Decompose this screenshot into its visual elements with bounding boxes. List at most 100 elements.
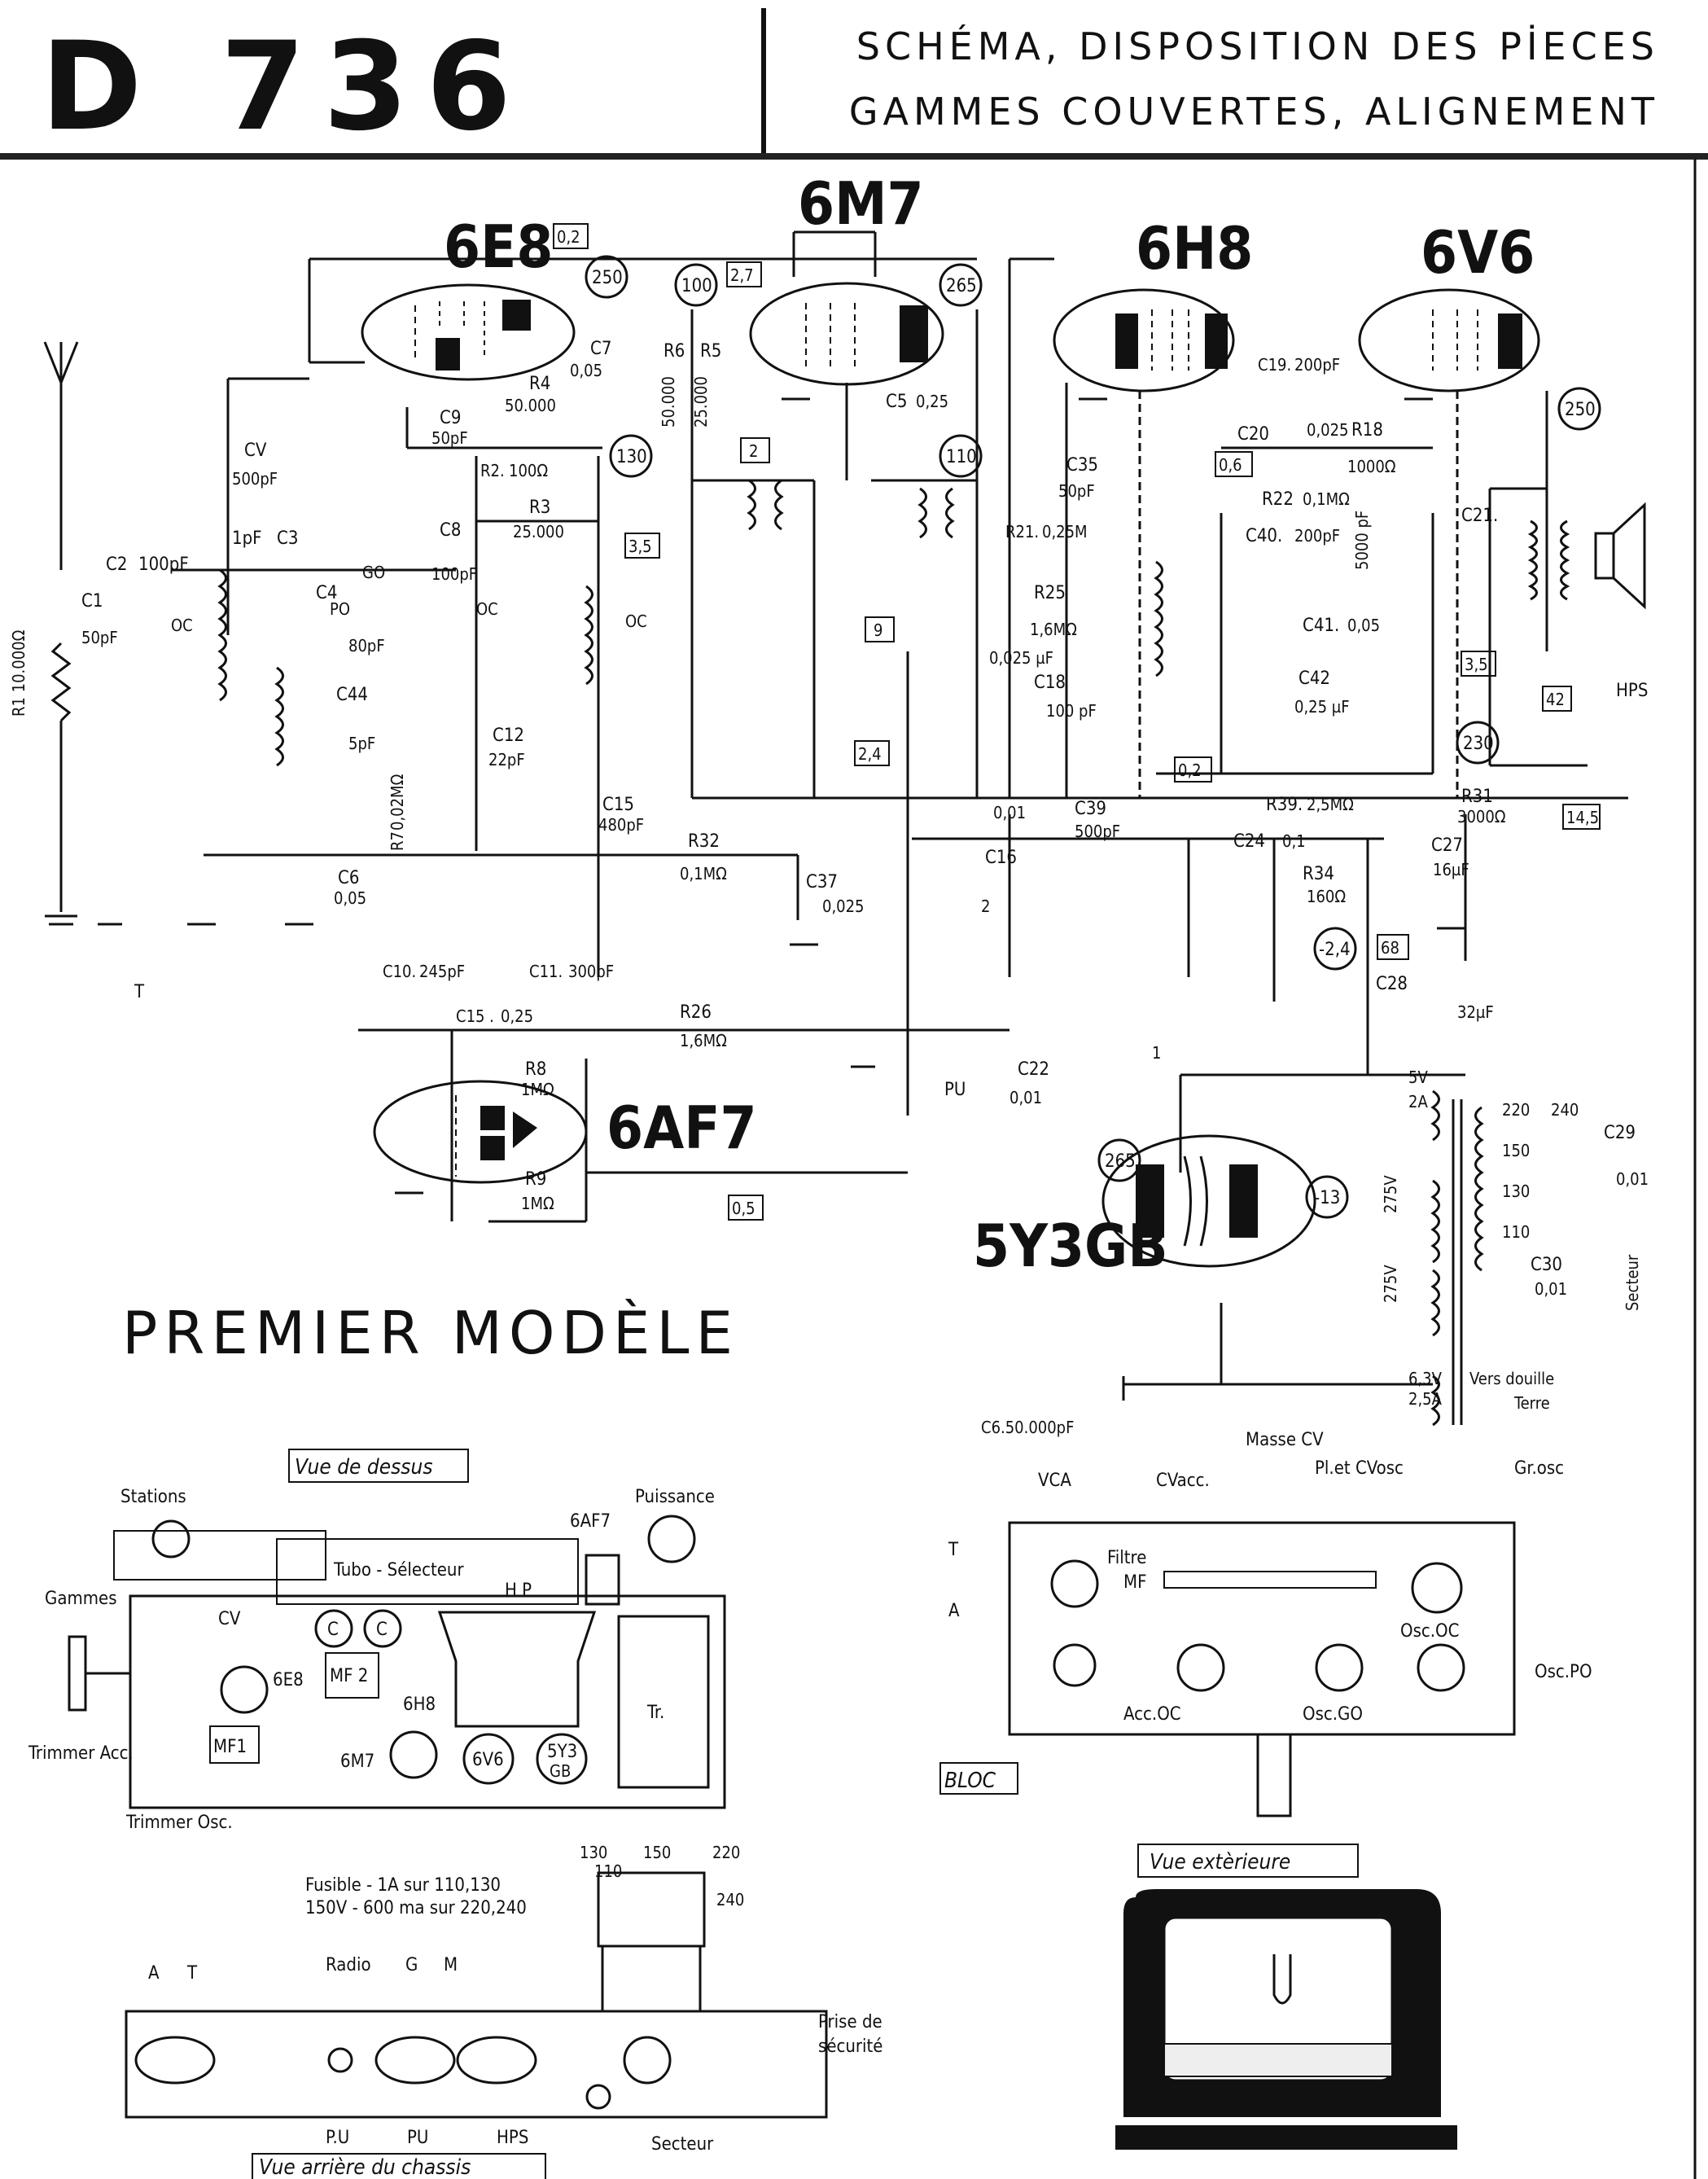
svg-text:6AF7: 6AF7 <box>570 1511 611 1532</box>
tube-6m7-label: 6M7 <box>798 169 924 238</box>
svg-text:3,5: 3,5 <box>628 537 652 556</box>
svg-text:480pF: 480pF <box>598 815 644 835</box>
ground-symbols <box>49 397 1465 1401</box>
svg-text:A: A <box>148 1963 160 1984</box>
svg-text:C35: C35 <box>1066 455 1098 476</box>
svg-text:275V: 275V <box>1381 1265 1400 1303</box>
svg-text:240: 240 <box>1551 1100 1579 1120</box>
svg-text:22pF: 22pF <box>488 750 525 769</box>
model-number: D 736 <box>41 16 529 158</box>
svg-text:Acc.OC: Acc.OC <box>1123 1704 1181 1725</box>
svg-text:M: M <box>444 1955 458 1975</box>
svg-text:Tr.: Tr. <box>646 1703 664 1723</box>
svg-text:32µF: 32µF <box>1457 1002 1494 1022</box>
svg-text:R32: R32 <box>688 831 720 852</box>
svg-text:R3: R3 <box>529 498 550 518</box>
svg-text:150: 150 <box>1502 1141 1530 1160</box>
svg-text:T: T <box>186 1963 198 1984</box>
svg-text:0,025: 0,025 <box>822 897 865 916</box>
svg-text:130: 130 <box>616 447 647 467</box>
svg-text:150: 150 <box>643 1843 671 1862</box>
svg-text:0,6: 0,6 <box>1219 455 1242 475</box>
svg-text:16µF: 16µF <box>1433 860 1469 879</box>
svg-text:5pF: 5pF <box>348 734 375 753</box>
svg-text:CV: CV <box>218 1609 241 1629</box>
svg-text:Secteur: Secteur <box>651 2134 714 2155</box>
svg-text:1MΩ: 1MΩ <box>521 1080 554 1099</box>
bloc-view: C6.50.000pF VCA CVacc. Masse CV Pl.et CV… <box>939 1418 1592 1817</box>
svg-text:250: 250 <box>592 268 623 288</box>
exterior-caption: Vue extèrieure <box>1150 1850 1290 1874</box>
tube-6e8-label: 6E8 <box>444 213 553 281</box>
svg-text:GO: GO <box>362 563 385 582</box>
svg-text:C7: C7 <box>590 339 611 359</box>
svg-text:265: 265 <box>1105 1151 1136 1172</box>
svg-text:50pF: 50pF <box>1058 481 1095 501</box>
svg-text:220: 220 <box>1502 1100 1530 1120</box>
svg-text:-2,4: -2,4 <box>1319 940 1351 960</box>
svg-text:0,01: 0,01 <box>993 803 1026 822</box>
svg-text:Osc.OC: Osc.OC <box>1400 1621 1459 1642</box>
svg-text:C10.: C10. <box>383 962 416 981</box>
svg-text:MF: MF <box>1123 1572 1146 1593</box>
svg-text:Radio: Radio <box>326 1955 371 1975</box>
svg-text:R26: R26 <box>680 1002 712 1023</box>
tube-6h8-label: 6H8 <box>1136 214 1253 283</box>
svg-text:150V - 600 ma sur 220,240: 150V - 600 ma sur 220,240 <box>305 1898 527 1918</box>
svg-text:5Y3: 5Y3 <box>547 1742 577 1762</box>
svg-text:80pF: 80pF <box>348 636 385 655</box>
svg-text:250: 250 <box>1565 400 1596 420</box>
svg-text:0,01: 0,01 <box>1009 1088 1042 1107</box>
voltage-markers: 250 100 265 110 130 250 230 265 -13 -2,4 <box>585 255 1601 1219</box>
svg-text:240: 240 <box>716 1890 744 1909</box>
svg-text:2,7: 2,7 <box>730 265 754 285</box>
svg-text:160Ω: 160Ω <box>1307 887 1346 906</box>
svg-text:Trimmer Acc.: Trimmer Acc. <box>28 1743 134 1764</box>
svg-text:200pF: 200pF <box>1294 526 1340 546</box>
svg-text:50.000: 50.000 <box>505 396 556 415</box>
svg-text:C: C <box>327 1620 339 1640</box>
svg-text:R4: R4 <box>529 374 550 394</box>
svg-text:C42: C42 <box>1299 669 1330 689</box>
tube-6af7-label: 6AF7 <box>607 1094 757 1162</box>
svg-text:3000Ω: 3000Ω <box>1457 807 1506 826</box>
svg-text:25.000: 25.000 <box>691 376 711 427</box>
svg-text:C30: C30 <box>1531 1255 1562 1275</box>
svg-text:H P: H P <box>505 1581 532 1601</box>
power-transformer: 5V 2A 275V 275V 6,3V 2,5A 220 240 150 13… <box>1381 1068 1642 1427</box>
svg-text:2,4: 2,4 <box>858 744 882 764</box>
svg-text:1,6MΩ: 1,6MΩ <box>680 1031 727 1050</box>
svg-text:C16: C16 <box>985 848 1017 868</box>
svg-text:0,05: 0,05 <box>570 361 602 380</box>
tube-6af7: 6AF7 <box>373 1080 757 1184</box>
svg-text:0,025 µF: 0,025 µF <box>989 648 1053 668</box>
svg-text:C12: C12 <box>493 726 524 746</box>
svg-text:C24: C24 <box>1233 831 1265 852</box>
svg-text:0,01: 0,01 <box>1535 1279 1567 1299</box>
header-title-line1: SCHÉMA, DISPOSITION DES PİECES <box>856 24 1659 68</box>
tube-6h8: 6H8 <box>1053 214 1253 392</box>
svg-text:0,02MΩ: 0,02MΩ <box>388 774 407 831</box>
svg-text:C22: C22 <box>1018 1059 1049 1080</box>
svg-text:100 pF: 100 pF <box>1046 701 1097 721</box>
svg-text:C28: C28 <box>1376 974 1408 994</box>
svg-text:50pF: 50pF <box>81 628 118 647</box>
svg-text:Prise de: Prise de <box>818 2012 882 2032</box>
svg-text:C6: C6 <box>338 868 359 888</box>
svg-text:1: 1 <box>1152 1043 1161 1063</box>
svg-text:Osc.GO: Osc.GO <box>1303 1704 1363 1725</box>
svg-text:A: A <box>948 1601 960 1621</box>
svg-text:Gammes: Gammes <box>45 1589 117 1609</box>
svg-text:MF 2: MF 2 <box>330 1666 368 1686</box>
svg-text:C5: C5 <box>886 392 907 412</box>
svg-text:R31: R31 <box>1461 787 1493 807</box>
rf-coils <box>217 479 1163 767</box>
boxed-values: 0,2 2,7 2 3,5 9 2,4 0,6 0,2 3,5 42 14,5 … <box>553 223 1601 1221</box>
svg-text:PU: PU <box>944 1080 966 1100</box>
svg-text:500pF: 500pF <box>232 469 278 489</box>
svg-text:100: 100 <box>681 276 712 296</box>
svg-text:0,25 µF: 0,25 µF <box>1294 697 1350 717</box>
svg-text:0,05: 0,05 <box>1347 616 1380 635</box>
svg-text:GB: GB <box>550 1761 571 1781</box>
